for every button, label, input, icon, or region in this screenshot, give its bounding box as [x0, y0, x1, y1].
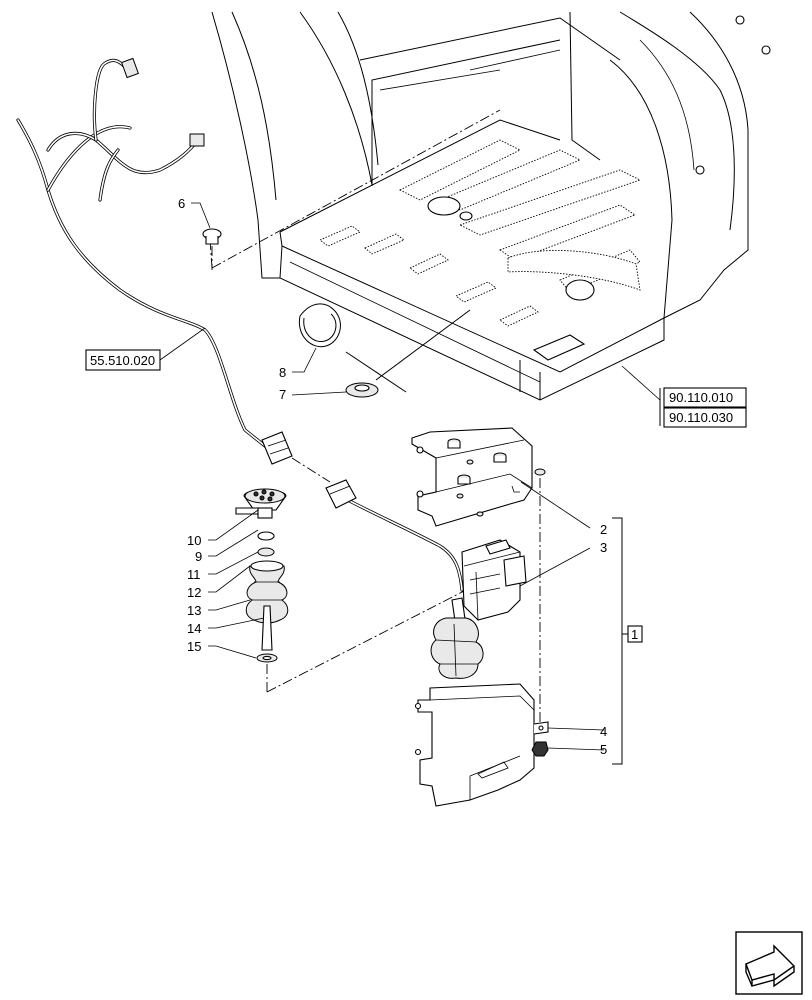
part-labels: 6 8 7 10 9 11 12 13 14 15 2 3 1 4 5: [178, 196, 638, 757]
part-label-15: 15: [187, 639, 201, 654]
part-label-3: 3: [600, 540, 607, 555]
bracket-part-2: [411, 427, 591, 724]
screw-part-6: [191, 202, 222, 270]
part-label-1: 1: [631, 627, 638, 642]
part-label-7: 7: [279, 387, 286, 402]
part-label-12: 12: [187, 585, 201, 600]
part-label-6: 6: [178, 196, 185, 211]
nut-part-5: [531, 741, 605, 757]
reference-label-90-110-030: 90.110.030: [669, 410, 733, 425]
cable-tie-part-8: [292, 303, 341, 373]
joystick-valve-part-3: [325, 479, 591, 679]
part-label-13: 13: [187, 603, 201, 618]
part-label-10: 10: [187, 533, 201, 548]
part-label-8: 8: [279, 365, 286, 380]
cover-part-4: [414, 683, 605, 807]
next-page-arrow-icon[interactable]: [735, 931, 803, 995]
part-label-9: 9: [195, 549, 202, 564]
joystick-knob-stack: [208, 488, 471, 693]
reference-box-90-110-010[interactable]: 90.110.010: [663, 387, 747, 408]
cab-floor-frame: [209, 11, 771, 401]
part-label-2: 2: [600, 522, 607, 537]
grommet-part-7: [291, 309, 471, 398]
reference-leaders: [159, 327, 661, 426]
part-label-5: 5: [600, 742, 607, 757]
part-label-11: 11: [187, 567, 201, 582]
wiring-harness: [16, 57, 331, 483]
part-label-14: 14: [187, 621, 201, 636]
reference-label-90-110-010: 90.110.010: [669, 390, 733, 405]
reference-box-55-510-020[interactable]: 55.510.020: [85, 349, 161, 371]
reference-label-55-510-020: 55.510.020: [90, 353, 155, 368]
part-label-4: 4: [600, 724, 607, 739]
assembly-group-bracket: [612, 517, 643, 765]
reference-box-90-110-030[interactable]: 90.110.030: [663, 407, 747, 428]
